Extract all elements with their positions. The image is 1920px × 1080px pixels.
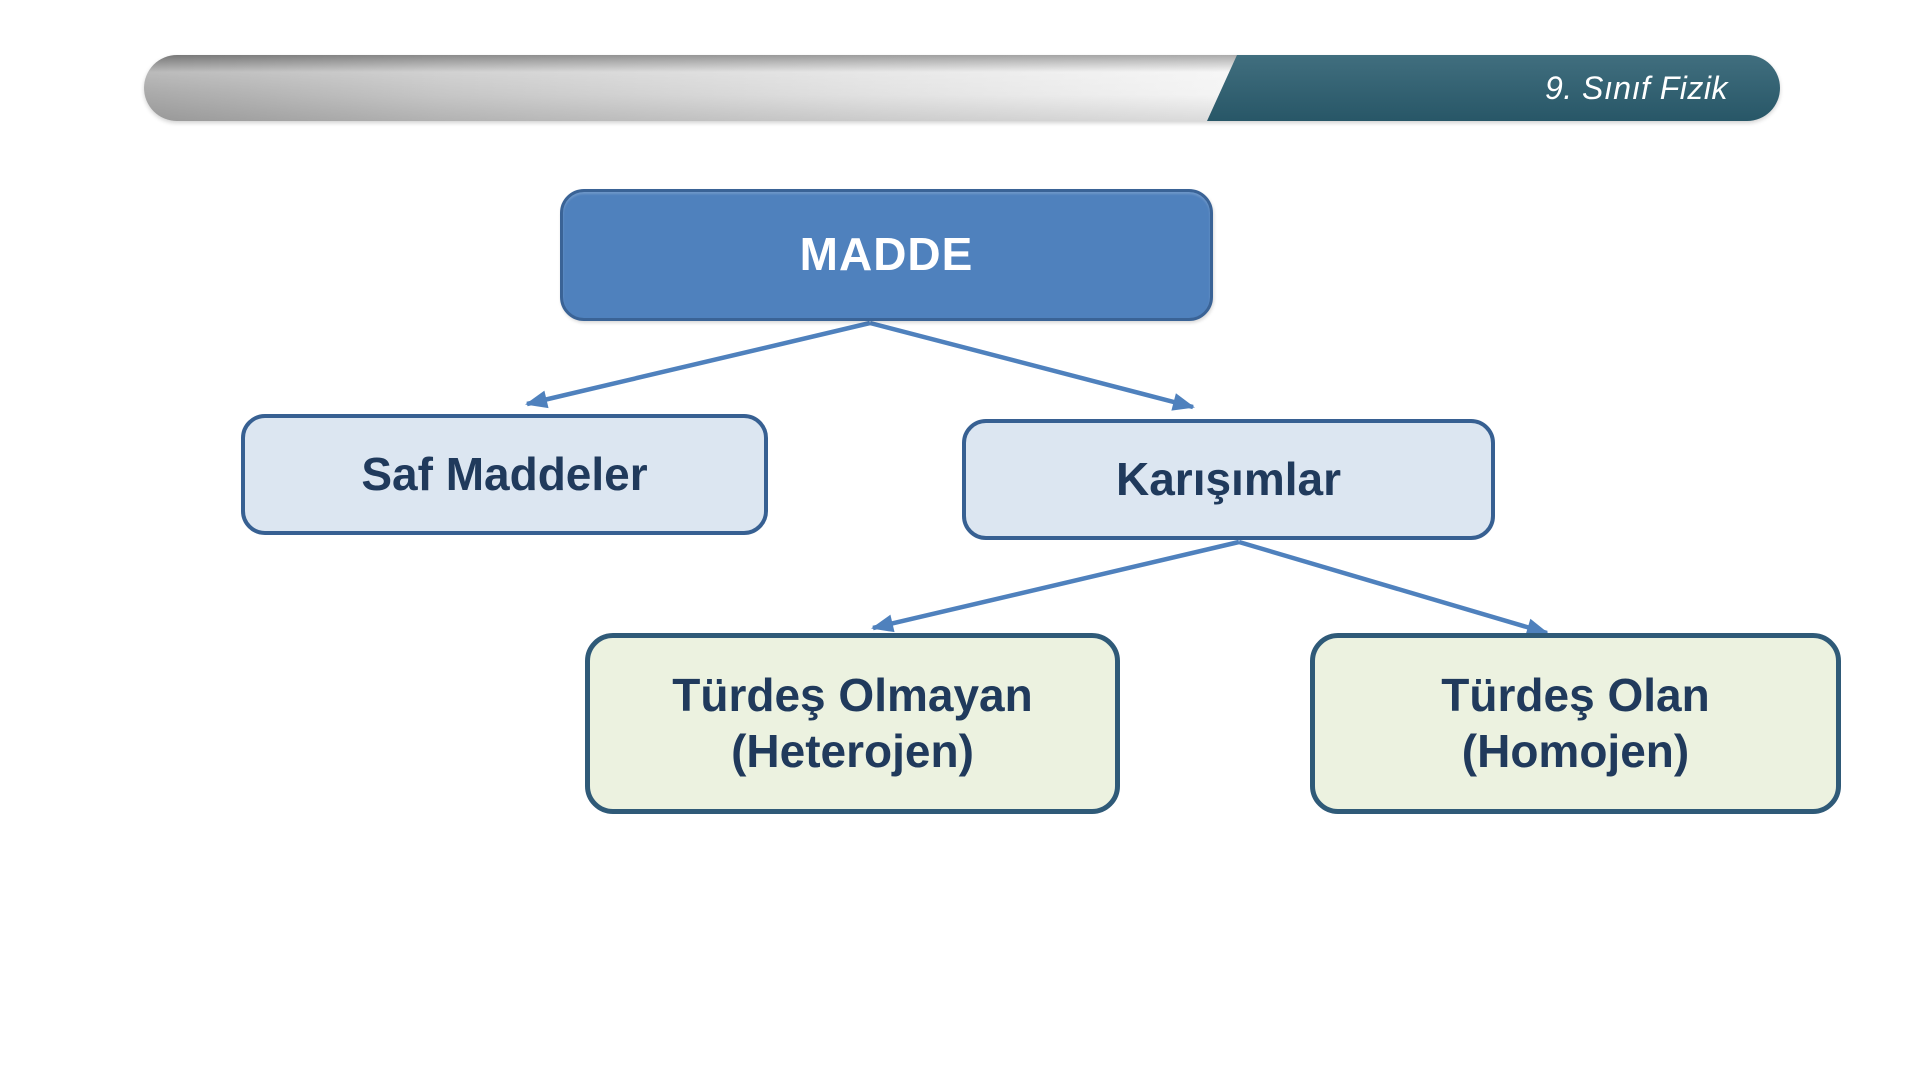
edge-madde-to-saf-maddeler: [525, 320, 871, 409]
node-turdes-olmayan: Türdeş Olmayan (Heterojen): [585, 633, 1120, 814]
node-madde-label: MADDE: [799, 228, 974, 281]
node-saf-maddeler: Saf Maddeler: [241, 414, 768, 535]
edge-karisimlar-to-turdes-olan: [1238, 539, 1549, 636]
edge-madde-to-karisimlar: [869, 320, 1195, 411]
node-karisimlar-label: Karışımlar: [1115, 452, 1341, 505]
node-turdes-olan-label-line2: (Homojen): [1461, 724, 1690, 777]
node-turdes-olan: Türdeş Olan (Homojen): [1310, 633, 1841, 814]
edge-karisimlar-to-turdes-olmayan: [871, 539, 1240, 633]
header-title: 9. Sınıf Fizik: [1544, 69, 1728, 106]
node-turdes-olmayan-label-line2: (Heterojen): [731, 724, 974, 777]
node-karisimlar: Karışımlar: [962, 419, 1495, 540]
node-turdes-olmayan-label-line1: Türdeş Olmayan: [672, 669, 1033, 722]
node-saf-maddeler-label: Saf Maddeler: [361, 447, 648, 500]
header-bar: 9. Sınıf Fizik: [144, 55, 1780, 121]
node-madde: MADDE: [560, 189, 1213, 321]
header-teal-section: 9. Sınıf Fizik: [1207, 55, 1780, 121]
node-turdes-olan-label-line1: Türdeş Olan: [1441, 669, 1710, 722]
